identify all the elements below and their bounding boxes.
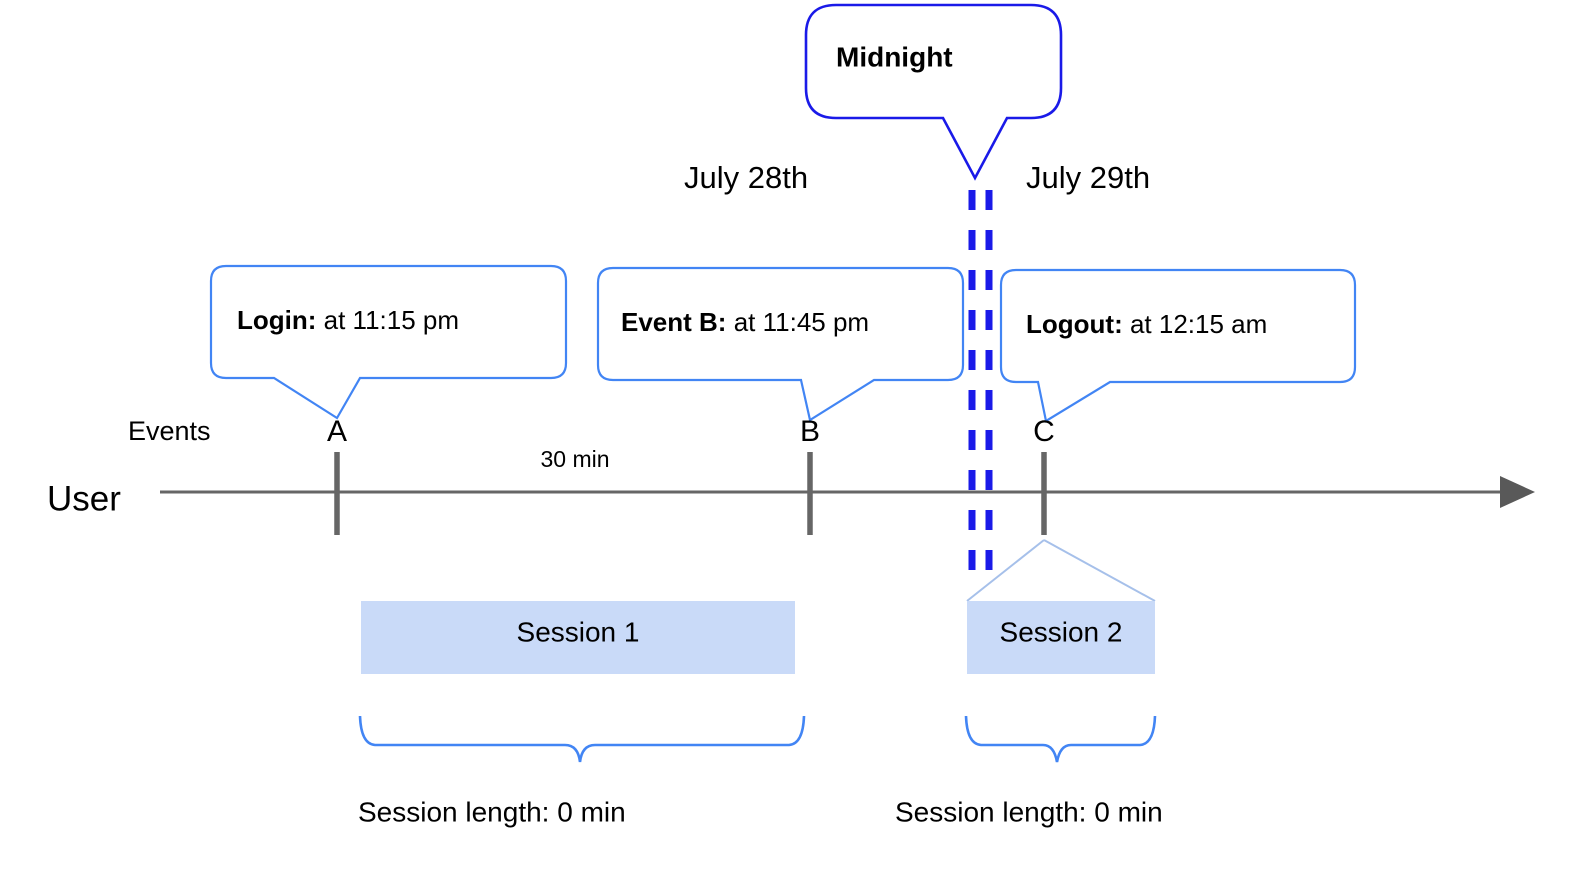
event-callout-b-bubble [596,266,965,422]
session-1-length-label: Session length: 0 min [358,796,626,827]
event-callout-a-strong: Login: [237,305,316,335]
session-2-connector-right [1043,539,1156,602]
event-callout-a-bubble [209,264,568,420]
event-callout-b-text: Event B: at 11:45 pm [621,307,869,337]
session-2-brace [964,715,1157,763]
event-callout-c-bubble [999,268,1357,423]
session-2-box: Session 2 [967,601,1155,674]
event-callout-c-rest: at 12:15 am [1123,309,1268,339]
user-row-label: User [47,479,121,518]
event-letter-a: A [327,415,347,448]
session-1-brace [358,715,806,763]
midnight-callout-bubble [804,3,1063,181]
date-label-left: July 28th [684,160,808,195]
event-callout-c-text: Logout: at 12:15 am [1026,309,1267,339]
session-2-connector-left [966,539,1045,602]
event-callout-a-rest: at 11:15 pm [316,305,459,335]
duration-label: 30 min [540,446,609,472]
session-1-label: Session 1 [517,616,640,647]
event-callout-a: Login: at 11:15 pm [209,264,568,420]
event-callout-a-text: Login: at 11:15 pm [237,305,459,335]
session-2-length-label: Session length: 0 min [895,796,1163,827]
midnight-divider [968,190,993,582]
event-callout-c-strong: Logout: [1026,309,1123,339]
event-letter-b: B [800,415,820,448]
session-1-rect [361,601,795,674]
event-callout-b: Event B: at 11:45 pm [596,266,965,422]
event-callout-b-strong: Event B: [621,307,726,337]
session-2-rect [967,601,1155,674]
session-2-label: Session 2 [1000,616,1123,647]
timeline-arrow-icon [1500,476,1535,508]
date-label-right: July 29th [1026,160,1150,195]
event-callout-b-rest: at 11:45 pm [726,307,869,337]
events-row-label: Events [128,416,211,446]
event-letter-c: C [1033,415,1055,448]
session-1-box: Session 1 [361,601,795,674]
midnight-callout: Midnight [804,3,1063,181]
timeline-axis [160,476,1535,508]
session-2-connector [966,539,1156,602]
event-callout-c: Logout: at 12:15 am [999,268,1357,423]
midnight-label: Midnight [836,41,953,72]
